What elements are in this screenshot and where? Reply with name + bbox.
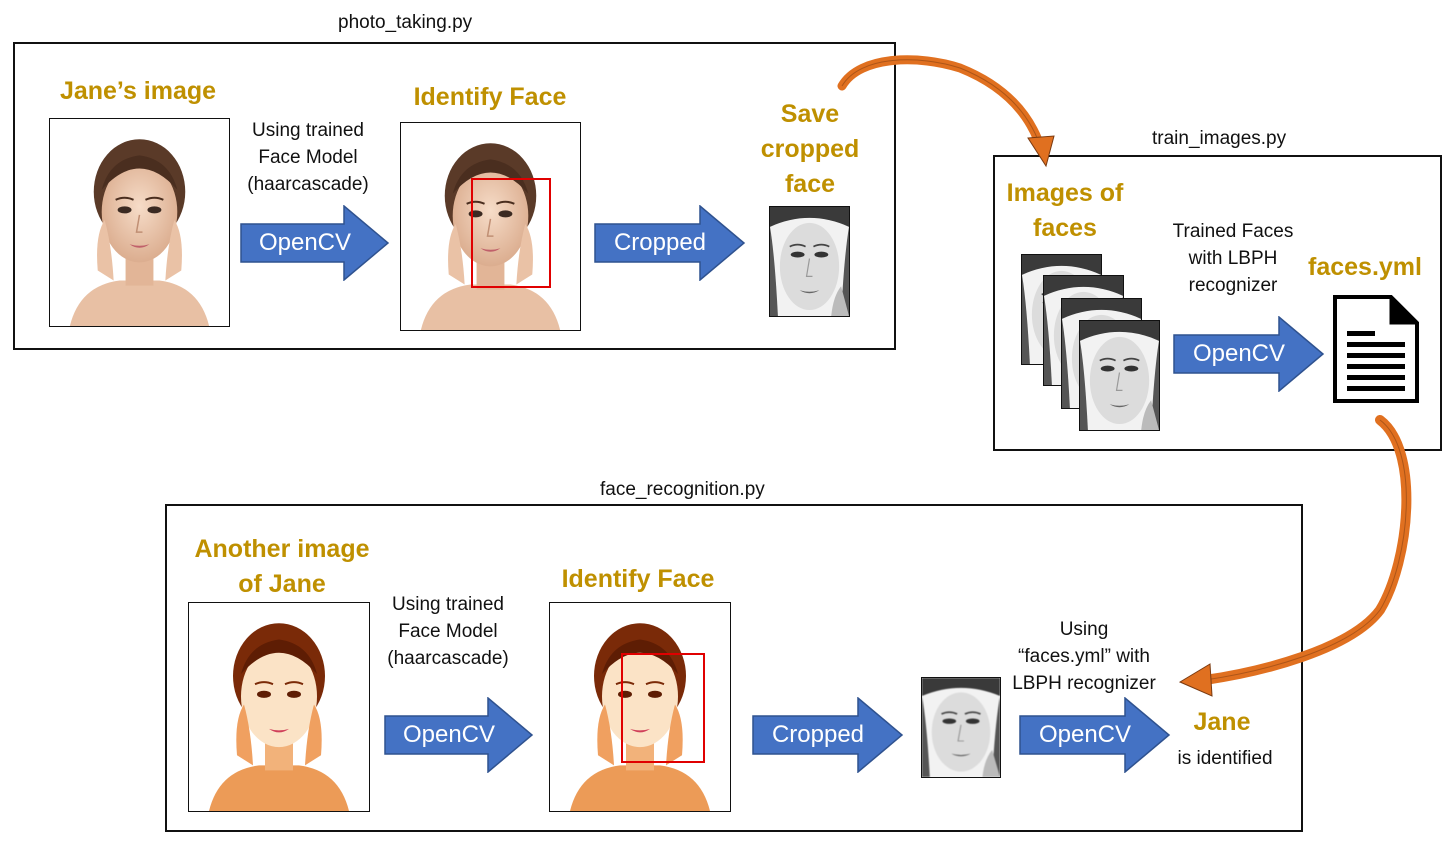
- section-label-train-images: train_images.py: [1152, 128, 1287, 149]
- identify-face-title-top: Identify Face: [413, 83, 567, 111]
- opencv-arrow-top-label: OpenCV: [258, 229, 352, 256]
- janes-image-title: Jane’s image: [59, 77, 217, 105]
- opencv-arrow-bottom-2: OpenCV: [1019, 697, 1171, 773]
- cropped-arrow-bottom-label: Cropped: [771, 721, 865, 748]
- opencv-arrow-bottom-1-label: OpenCV: [402, 721, 496, 748]
- identify-face-image-bottom: [549, 602, 731, 812]
- using-faces-yml-note: Using “faces.yml” with LBPH recognizer: [1012, 619, 1156, 694]
- opencv-arrow-bottom-1: OpenCV: [384, 697, 534, 773]
- cropped-arrow-top: Cropped: [594, 205, 746, 281]
- save-cropped-face-title: Save cropped face: [760, 100, 860, 198]
- section-label-face-recognition: face_recognition.py: [600, 479, 765, 500]
- face-detection-box-bottom: [621, 653, 705, 763]
- identify-face-title-bottom: Identify Face: [561, 565, 715, 593]
- result-text: is identified: [1177, 748, 1273, 769]
- opencv-arrow-top: OpenCV: [240, 205, 390, 281]
- trained-faces-note: Trained Faces with LBPH recognizer: [1172, 221, 1294, 296]
- section-label-photo-taking: photo_taking.py: [338, 12, 473, 33]
- identify-face-image-top: [400, 122, 581, 331]
- another-image-of-jane: [188, 602, 370, 812]
- images-of-faces-title: Images of faces: [1006, 179, 1124, 242]
- result-name: Jane: [1193, 708, 1251, 736]
- opencv-arrow-bottom-2-label: OpenCV: [1038, 721, 1132, 748]
- cropped-arrow-top-label: Cropped: [613, 229, 707, 256]
- document-icon: [1333, 295, 1419, 403]
- face-detection-box-top: [471, 178, 551, 288]
- face-stack-image-4: [1079, 320, 1160, 431]
- opencv-arrow-train: OpenCV: [1173, 316, 1325, 392]
- cropped-face-image-bottom: [921, 677, 1001, 778]
- cropped-face-image-top: [769, 206, 850, 317]
- another-image-title: Another image of Jane: [194, 535, 370, 598]
- section-photo-taking: [13, 42, 896, 350]
- opencv-arrow-train-label: OpenCV: [1192, 340, 1286, 367]
- model-note-bottom: Using trained Face Model (haarcascade): [387, 594, 509, 669]
- model-note-top: Using trained Face Model (haarcascade): [247, 120, 369, 195]
- faces-yml-title: faces.yml: [1308, 253, 1422, 281]
- janes-image: [49, 118, 230, 327]
- cropped-arrow-bottom: Cropped: [752, 697, 904, 773]
